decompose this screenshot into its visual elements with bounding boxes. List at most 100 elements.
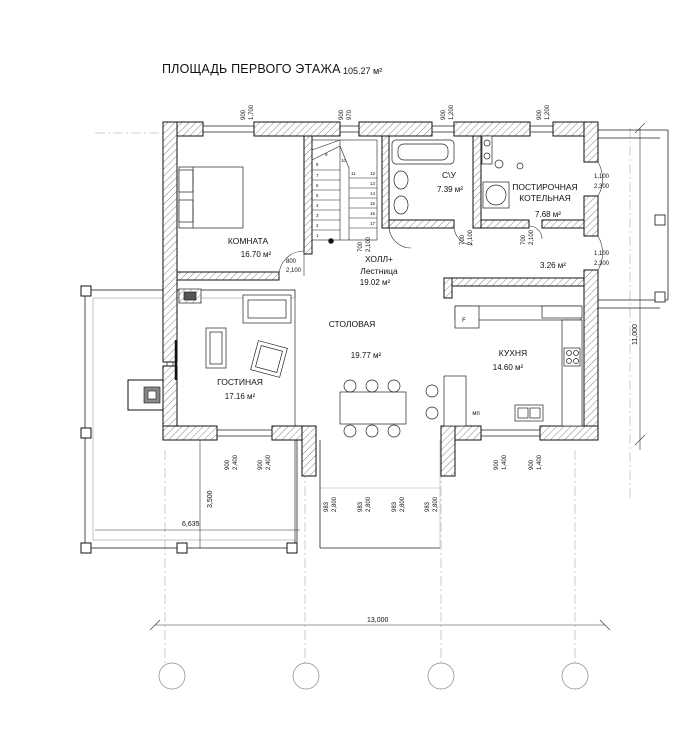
door-dim: 1,100 (594, 251, 610, 257)
window-dim: 2,400 (266, 454, 272, 470)
window-dim: 900 (537, 109, 543, 120)
window-dim: 900 (241, 109, 247, 120)
room-name: СТОЛОВАЯ (329, 319, 376, 329)
door-dim: 1,100 (594, 174, 610, 180)
door-swings (278, 161, 603, 277)
terrace-dim: 2,800 (433, 496, 439, 512)
room-name: ПОСТИРОЧНАЯ (512, 182, 577, 192)
room-name: КОТЕЛЬНАЯ (519, 193, 570, 203)
window-dim: 900 (258, 459, 264, 470)
stair-step: 10 (341, 158, 347, 163)
kitchen-island (443, 375, 467, 427)
room-area: 7.39 м² (437, 185, 463, 194)
walls (162, 121, 599, 477)
stair-step: 14 (370, 191, 376, 196)
microwave-label: мп (472, 411, 479, 417)
bar-stool (425, 406, 439, 420)
axis-lines (95, 128, 631, 665)
axis-bubbles (158, 662, 589, 690)
room-area: 19.77 м² (351, 351, 382, 360)
room-name: ГОСТИНАЯ (217, 377, 263, 387)
window-dim: 900 (441, 109, 447, 120)
room-area: 19.02 м² (360, 278, 391, 287)
door-dim: 700 (521, 234, 527, 245)
door-dim: 800 (286, 259, 297, 265)
window-dim: 1,400 (537, 454, 543, 470)
door-dim: 2,100 (366, 236, 372, 252)
terrace-depth: 3,500 (207, 490, 214, 508)
stair-step: 16 (370, 211, 376, 216)
door-dim: 2,100 (468, 229, 474, 245)
door-dim: 2,300 (594, 261, 610, 267)
terrace-dim: 2,800 (366, 496, 372, 512)
bar-stool (425, 384, 439, 398)
window-dim: 1,700 (249, 104, 255, 120)
stair-step: 11 (351, 171, 356, 176)
room-area: 14.60 м² (493, 363, 524, 372)
dimension-lines (95, 122, 646, 631)
stair-numbers: 1 2 3 4 5 6 7 8 9 10 11 12 13 14 15 16 1… (316, 152, 376, 238)
window-dim: 970 (347, 109, 353, 120)
window-dim: 1,400 (502, 454, 508, 470)
stair-step: 3 (316, 213, 319, 218)
stair-step: 7 (316, 173, 319, 178)
staircase (311, 139, 378, 244)
terrace-dim: 983 (358, 501, 364, 512)
window-dim: 1,200 (545, 104, 551, 120)
stair-step: 9 (325, 152, 328, 157)
stair-step: 1 (316, 233, 319, 238)
stair-step: 15 (370, 201, 376, 206)
overall-width: 13,000 (367, 617, 389, 624)
washbasin (393, 195, 409, 215)
chimney (127, 379, 165, 411)
room-area: 7.68 м² (535, 210, 561, 219)
door-dim: 700 (460, 234, 466, 245)
windows (166, 125, 553, 437)
furniture (174, 135, 583, 438)
terrace-post (176, 542, 188, 554)
terrace-dim: 2,800 (332, 496, 338, 512)
total-area: 105.27 м² (343, 66, 383, 76)
room-name: ХОЛЛ+ (365, 254, 393, 264)
window-dim: 900 (529, 459, 535, 470)
window-dim: 900 (225, 459, 231, 470)
terrace-dim: 2,800 (400, 496, 406, 512)
stair-step: 12 (370, 171, 376, 176)
terrace-inner (92, 297, 296, 541)
terrace-dim: 983 (392, 501, 398, 512)
dining-table (339, 391, 407, 425)
terrace-dim: 983 (425, 501, 431, 512)
terrace-dim: 983 (324, 501, 330, 512)
dimension-labels: 900 1,700 900 970 900 1,200 900 1,200 80… (182, 104, 639, 624)
washer (481, 135, 493, 165)
terrace-post (80, 542, 92, 554)
toilet (393, 170, 409, 190)
room-area: 17.16 м² (225, 392, 256, 401)
door-dim: 2,300 (594, 184, 610, 190)
fridge (454, 305, 480, 329)
kitchen-counter (561, 319, 583, 427)
fridge-label: F (462, 318, 466, 324)
stair-step: 17 (370, 221, 376, 226)
room-name: Лестница (360, 266, 398, 276)
stair-step: 4 (316, 203, 319, 208)
window-dim: 900 (339, 109, 345, 120)
door-dim: 700 (358, 241, 364, 252)
terrace-width: 6,635 (182, 521, 200, 528)
window-dim: 1,200 (449, 104, 455, 120)
window-dim: 900 (494, 459, 500, 470)
stair-step: 2 (316, 223, 319, 228)
stair-step: 8 (316, 162, 319, 167)
door-dim: 2,100 (529, 229, 535, 245)
terrace-post (80, 285, 92, 297)
stair-step: 5 (316, 193, 319, 198)
terrace-post (286, 542, 298, 554)
room-name: КОМНАТА (228, 236, 269, 246)
overall-depth: 11,000 (632, 324, 639, 345)
stair-step: 6 (316, 183, 319, 188)
plan-title: ПЛОЩАДЬ ПЕРВОГО ЭТАЖА (162, 62, 341, 76)
right-porch (596, 129, 669, 309)
door-dim: 2,100 (286, 268, 302, 274)
stair-step: 13 (370, 181, 376, 186)
